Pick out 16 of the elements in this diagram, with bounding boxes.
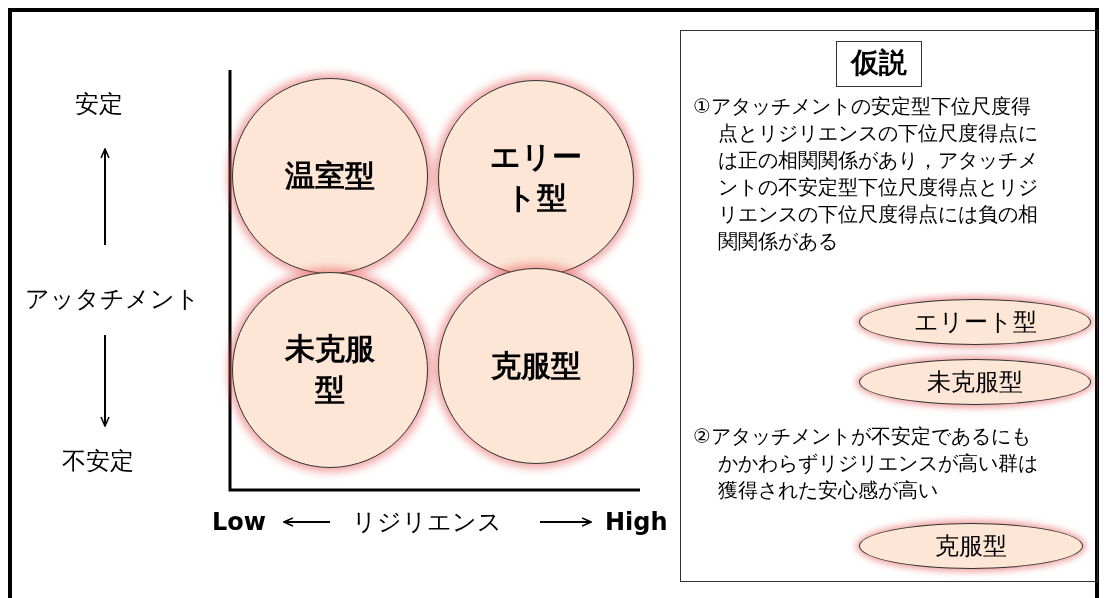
quadrant-circle: 温室型 [232,78,428,274]
type-ellipse: 未克服型 [859,359,1091,405]
axis-title: リジリエンス [352,507,502,538]
axis-label: 不安定 [62,446,134,477]
axis-label: Low [212,508,266,536]
hypothesis-text: ①アタッチメントの安定型下位尺度得点とリジリエンスの下位尺度得点には正の相関関係があり，アタッチメントの不安定型下位尺度得点とリジリエンスの下位尺度得点には負の相関関係がある [693,93,1039,255]
type-ellipse: エリート型 [859,299,1091,345]
axis-label: High [605,508,668,536]
heading-box: 仮説 [836,41,922,87]
hypothesis-panel [680,30,1098,582]
quadrant-circle: 未克服型 [232,272,428,468]
hypothesis-text: ②アタッチメントが不安定であるにもかかわらずリジリエンスが高い群は獲得された安心感が高い [693,423,1039,504]
type-ellipse: 克服型 [859,523,1083,569]
axis-title: アッタチメント [25,284,200,315]
quadrant-circle: 克服型 [438,268,634,464]
axis-label: 安定 [75,89,123,120]
